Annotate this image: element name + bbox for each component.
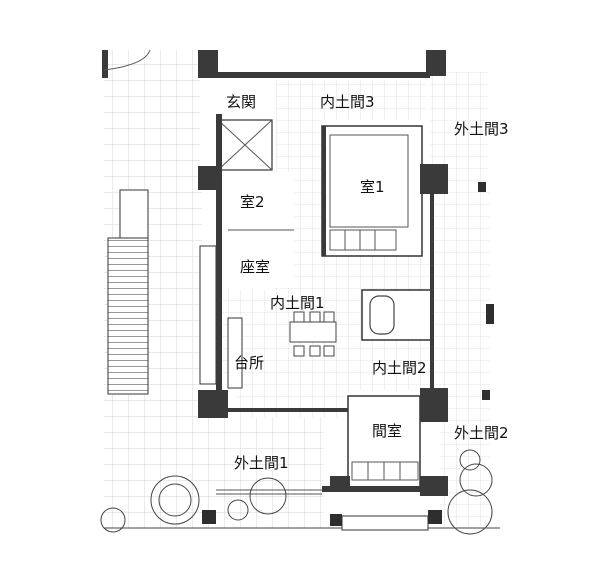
label-uchidoma2: 内土間2 [372, 359, 427, 377]
label-zashitsu: 座室 [240, 258, 270, 276]
trees [100, 49, 493, 535]
label-sotodoma1: 外土間1 [234, 454, 289, 472]
label-sotodoma2: 外土間2 [454, 424, 509, 442]
label-uchidoma1: 内土間1 [270, 294, 325, 312]
label-sotodoma3: 外土間3 [454, 120, 509, 138]
walls [102, 50, 494, 526]
label-shitsu1: 室1 [360, 178, 385, 196]
label-mashitsu: 間室 [372, 422, 402, 440]
label-genkan: 玄関 [226, 93, 256, 111]
site-edge [104, 489, 500, 531]
kitchen-counter [199, 245, 337, 389]
interior-rooms [217, 119, 433, 489]
room-labels: 玄関 内土間3 外土間3 室1 室2 座室 内土間1 台所 内土間2 間室 外土… [226, 93, 509, 472]
label-uchidoma3: 内土間3 [320, 93, 375, 111]
staircase [107, 189, 149, 395]
label-daidokoro: 台所 [234, 354, 264, 372]
label-shitsu2: 室2 [240, 193, 265, 211]
